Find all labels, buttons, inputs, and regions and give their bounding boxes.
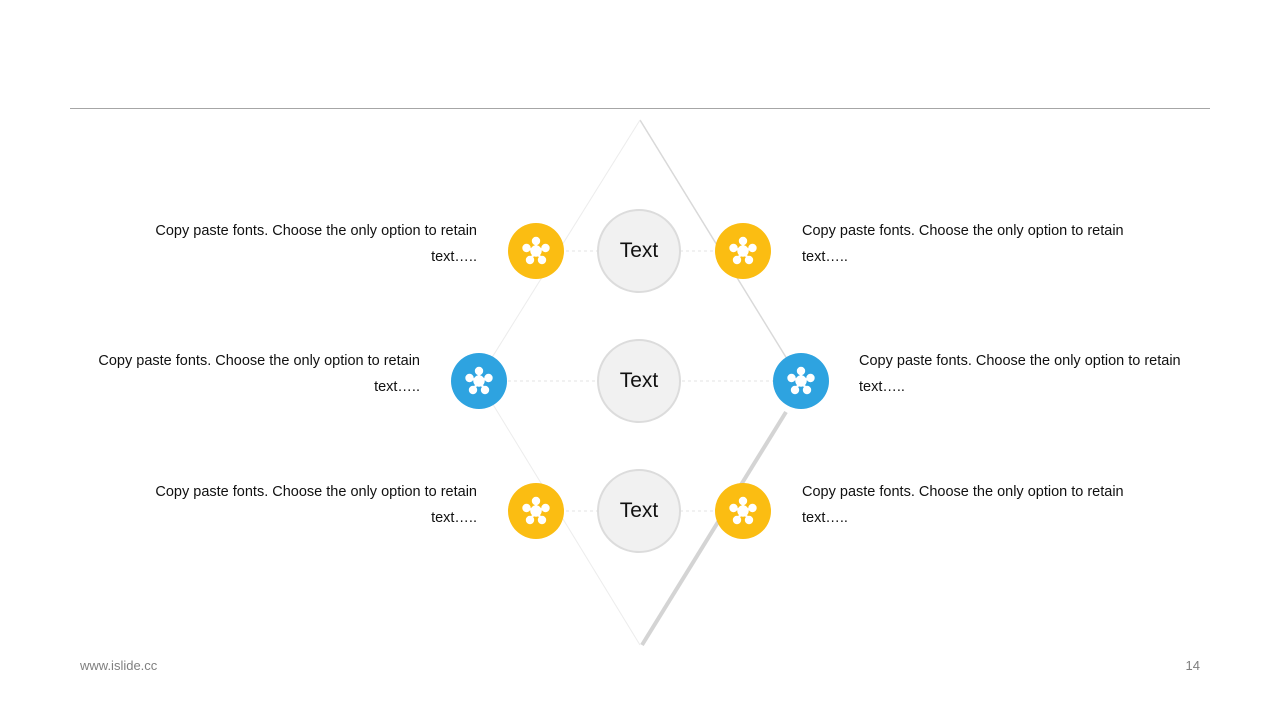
node-icon-left-1: [508, 223, 564, 279]
node-icon-right-1: [715, 223, 771, 279]
diamond-edge-bottom-right: [640, 410, 788, 647]
network-icon: [522, 236, 550, 265]
center-node-2: Text: [597, 339, 681, 423]
caption-right-1: Copy paste fonts. Choose the only option…: [802, 223, 1124, 265]
caption-left-3: Copy paste fonts. Choose the only option…: [155, 484, 477, 526]
network-icon: [729, 496, 757, 525]
center-node-1: Text: [597, 209, 681, 293]
center-node-3: Text: [597, 469, 681, 553]
node-icon-left-2: [451, 353, 507, 409]
footer-url: www.islide.cc: [80, 658, 158, 673]
node-icon-left-3: [508, 483, 564, 539]
caption-left-1: Copy paste fonts. Choose the only option…: [155, 223, 477, 265]
caption-left-2: Copy paste fonts. Choose the only option…: [98, 353, 420, 395]
caption-right-2: Copy paste fonts. Choose the only option…: [859, 353, 1181, 395]
caption-right-3: Copy paste fonts. Choose the only option…: [802, 484, 1124, 526]
network-icon: [465, 366, 493, 395]
network-icon: [522, 496, 550, 525]
node-icon-right-2: [773, 353, 829, 409]
header-divider: [70, 108, 1210, 109]
network-icon: [787, 366, 815, 395]
page-number: 14: [1185, 658, 1200, 673]
node-icon-right-3: [715, 483, 771, 539]
network-icon: [729, 236, 757, 265]
